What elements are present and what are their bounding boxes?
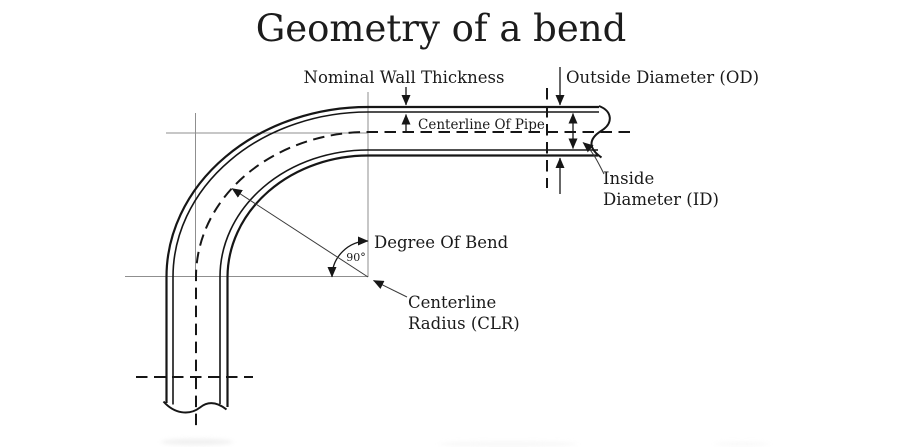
label-degree-of-bend: Degree Of Bend — [374, 233, 509, 252]
label-centerline-radius-line2: Radius (CLR) — [408, 314, 520, 333]
label-inside-diameter-line1: Inside — [603, 169, 654, 188]
label-bend-angle-value: 90° — [346, 251, 366, 264]
pipe-centerline — [136, 88, 630, 428]
label-inside-diameter-line2: Diameter (ID) — [603, 190, 719, 209]
pipe-inner-wall-inner-line — [219, 149, 598, 404]
label-centerline-of-pipe: Centerline Of Pipe — [418, 117, 545, 133]
bend-angle-arc-arrow-icon — [327, 236, 369, 278]
pipe-outer-wall-outer-line — [165, 105, 599, 403]
pipe-inner-wall-outer-line — [226, 154, 598, 407]
dimension-arrows — [231, 67, 605, 298]
pipe-outer-wall-inner-line — [172, 111, 599, 405]
clr-leader-arrow-icon — [373, 280, 408, 298]
label-centerline-radius-line1: Centerline — [408, 293, 496, 312]
label-nominal-wall-thickness: Nominal Wall Thickness — [304, 68, 505, 87]
ground-shadow — [161, 438, 770, 447]
centerline-dashed-path — [195, 131, 630, 428]
pipe-bottom-break-line — [162, 400, 228, 414]
pipe-outline — [162, 105, 611, 414]
label-outside-diameter: Outside Diameter (OD) — [566, 68, 759, 87]
construction-lines — [125, 92, 369, 277]
id-leader-arrow-icon — [582, 142, 605, 175]
clr-radius-line-arrow-icon — [231, 188, 369, 278]
page-title: Geometry of a bend — [256, 7, 627, 50]
